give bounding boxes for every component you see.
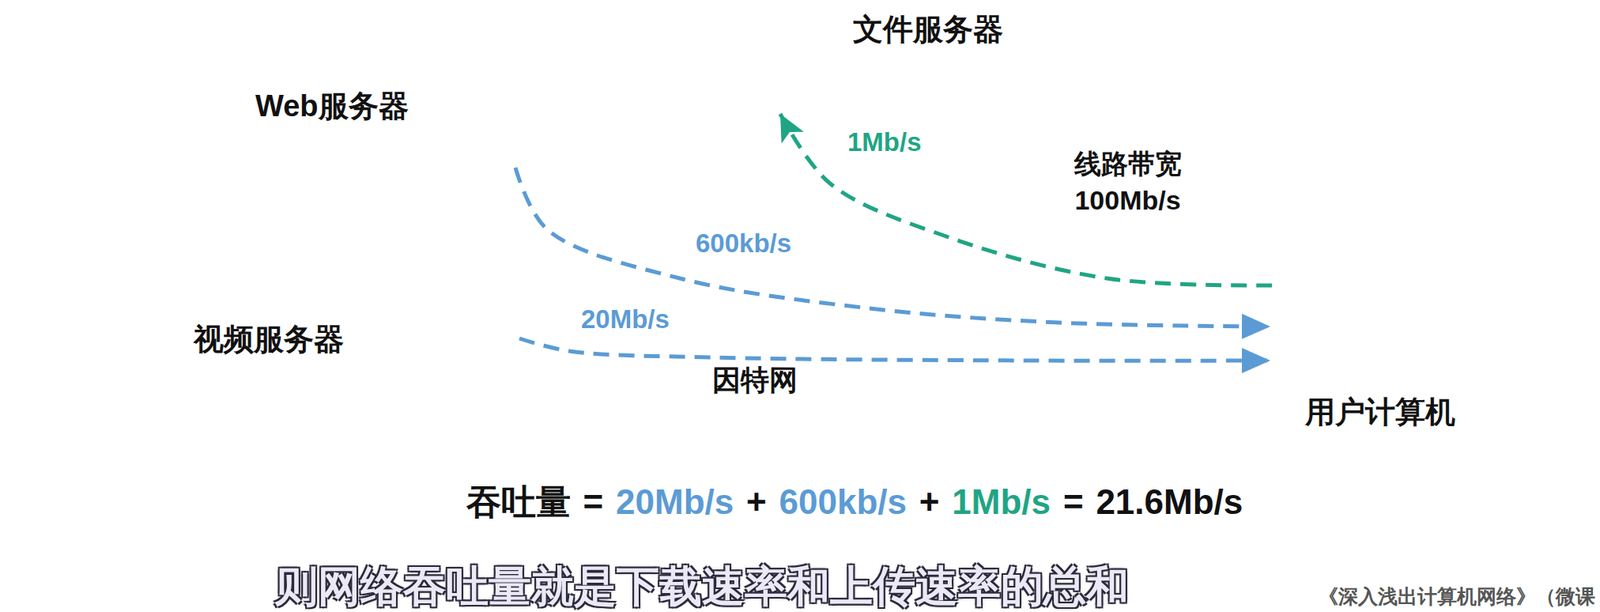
internet-cloud: 因特网	[535, 153, 971, 423]
equation-term: =	[583, 482, 604, 522]
equation-term: 吞吐量	[466, 479, 571, 526]
user-computer-icon	[1280, 251, 1480, 372]
line-bandwidth: 线路带宽 100Mb/s	[980, 148, 1276, 380]
file-server-icon	[727, 3, 819, 107]
node-label: 视频服务器	[193, 322, 344, 358]
equation-term: =	[1063, 482, 1084, 522]
web-server: Web服务器	[252, 35, 554, 167]
rate-label: 1Mb/s	[847, 128, 922, 157]
equation-term: +	[919, 482, 940, 522]
cloud-shape	[558, 159, 965, 435]
equation-term: 21.6Mb/s	[1095, 482, 1243, 522]
data-flow-arrow	[515, 167, 1271, 327]
subtitle-caption: 则网络吞吐量就是下载速率和上传速率的总和	[275, 564, 1129, 608]
node-label: 用户计算机	[1305, 395, 1456, 431]
film-strip-icon	[450, 347, 494, 397]
cable-cylinder	[980, 148, 1279, 383]
user-computer: 用户计算机	[1275, 245, 1485, 431]
rate-label: 600kb/s	[695, 229, 792, 258]
equation-term: +	[746, 482, 767, 522]
equation-term: 1Mb/s	[951, 482, 1051, 522]
data-flow-arrow	[780, 113, 1272, 286]
video-server: 视频服务器	[193, 268, 510, 400]
file-server: 文件服务器	[726, 0, 1027, 111]
globe-icon	[509, 116, 553, 159]
equation-term: 600kb/s	[779, 482, 907, 522]
node-label: 文件服务器	[852, 12, 1004, 48]
watermark: 《深入浅出计算机网络》（微课	[1318, 583, 1596, 610]
node-label: 100Mb/s	[1074, 184, 1181, 216]
data-flow-arrow	[519, 338, 1271, 361]
node-label: 因特网	[712, 363, 798, 397]
node-label: Web服务器	[255, 89, 409, 125]
video-server-icon	[388, 274, 487, 395]
folder-icon	[777, 61, 842, 106]
cylinder-end	[980, 229, 1016, 378]
web-server-icon	[456, 39, 552, 163]
rate-label: 20Mb/s	[581, 305, 670, 334]
equation-term: 20Mb/s	[615, 482, 734, 522]
node-label: 线路带宽	[1074, 148, 1182, 180]
throughput-equation: 吞吐量 = 20Mb/s +600kb/s +1Mb/s = 21.6Mb/s	[460, 479, 1250, 526]
cylinder-body	[997, 229, 1276, 378]
